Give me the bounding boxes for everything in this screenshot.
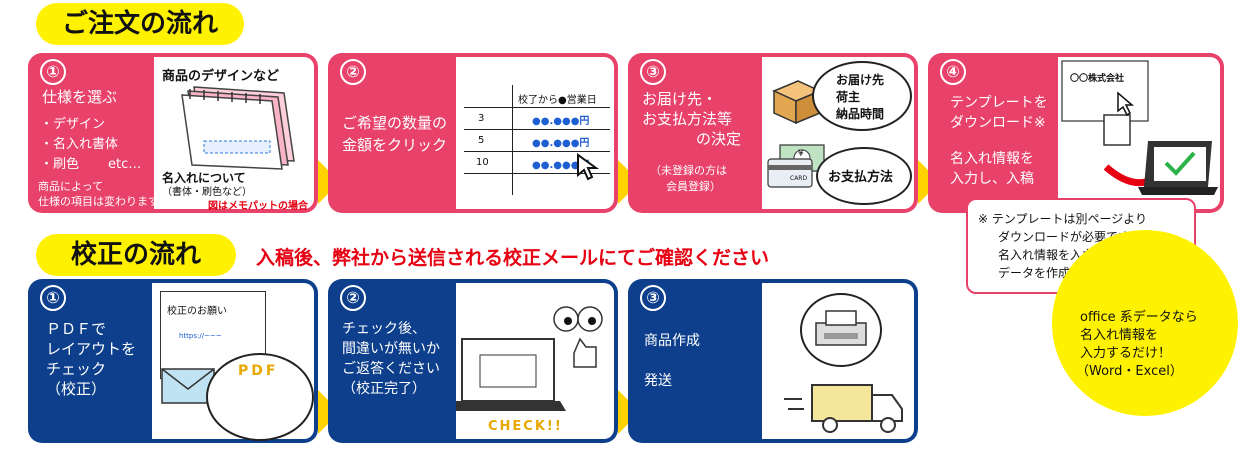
step-number: ④ xyxy=(940,59,966,85)
step-line2: お支払方法等 xyxy=(642,110,733,128)
qty-3: 3 xyxy=(478,113,485,124)
delivery-info-bubble: お届け先 荷主 納品時間 xyxy=(812,61,912,131)
template-illustration-panel: 〇〇株式会社 xyxy=(1058,57,1220,209)
price-10[interactable]: ●●.●●●円 xyxy=(532,160,590,171)
step-number: ② xyxy=(340,59,366,85)
download-illustration xyxy=(1061,60,1218,195)
window-link: https://~~~ xyxy=(179,332,222,340)
order-step-1-card: ① 仕様を選ぶ ・デザイン ・名入れ書体 ・刷色 etc… 商品によって 仕様の… xyxy=(28,53,318,213)
bullet-etc: etc… xyxy=(108,157,142,172)
step-line1: テンプレートを xyxy=(950,95,1048,111)
step-number: ① xyxy=(40,59,66,85)
note-line1: ※ テンプレートは別ページより xyxy=(978,212,1148,226)
step-number: ② xyxy=(340,285,366,311)
order-step-2-card: ② ご希望の数量の 金額をクリック 校了から●営業日 3 ●●.●●●円 5 ●… xyxy=(328,53,618,213)
step-line3: 名入れ情報を xyxy=(950,151,1034,167)
delivery-illustration-panel: お届け先 荷主 納品時間 ¥ CARD お支払方法 xyxy=(762,57,914,209)
pdf-label: PDF xyxy=(238,363,279,379)
price-3[interactable]: ●●.●●●円 xyxy=(532,116,590,127)
bubble-delivery-time: 納品時間 xyxy=(836,107,885,121)
badge-line1: office 系データなら xyxy=(1080,310,1198,325)
qty-10: 10 xyxy=(476,157,489,168)
step-line2: 間違いが無いか xyxy=(342,341,440,357)
badge-line2: 名入れ情報を xyxy=(1080,328,1159,343)
bullet-font: ・名入れ書体 xyxy=(40,137,119,152)
proof-step-1-card: ① ＰＤＦで レイアウトを チェック （校正） 校正のお願い https://~… xyxy=(28,279,318,443)
bubble-shipper: 荷主 xyxy=(836,90,861,104)
bullet-color: ・刷色 xyxy=(40,157,80,172)
memo-pad-icon xyxy=(181,86,295,170)
panel-caption-mid2: （書体・刷色など） xyxy=(162,187,252,198)
payment-bubble: お支払方法 xyxy=(816,147,912,205)
step-line4: （校正） xyxy=(46,380,107,398)
step-sub1: （未登録の方は xyxy=(650,164,727,177)
step-line2: 発送 xyxy=(644,373,672,389)
step-line4: 入力し、入稿 xyxy=(950,171,1034,187)
step-line1: 商品作成 xyxy=(644,333,700,349)
printer-bubble xyxy=(800,293,882,367)
badge-line3: 入力するだけ！ xyxy=(1080,346,1172,361)
card-label: CARD xyxy=(790,175,808,182)
payment-card-icon xyxy=(767,144,825,188)
laptop-check-illustration xyxy=(456,306,603,411)
step-number: ③ xyxy=(640,59,666,85)
step-line3: チェック xyxy=(46,360,107,378)
order-section-title: ご注文の流れ xyxy=(36,3,244,45)
production-panel xyxy=(762,283,914,439)
spec-note-1: 商品によって xyxy=(38,180,104,193)
bubble-payment: お支払方法 xyxy=(828,170,894,185)
step-line1: お届け先・ xyxy=(642,90,718,108)
proof-email-panel: 校正のお願い https://~~~ PDF xyxy=(152,283,314,441)
step-number: ③ xyxy=(640,285,666,311)
bubble-delivery-to: お届け先 xyxy=(836,73,885,87)
step-line1: ご希望の数量の xyxy=(342,114,448,132)
step-line2: レイアウトを xyxy=(46,340,137,358)
window-title: 校正のお願い xyxy=(167,306,227,317)
step-line2: 金額をクリック xyxy=(342,136,448,154)
step-line3: の決定 xyxy=(696,130,742,148)
proof-step-2-card: ② チェック後、 間違いが無いか ご返答ください （校正完了） CHECK!! xyxy=(328,279,618,443)
panel-caption-top: 商品のデザインなど xyxy=(162,69,280,84)
step-number: ① xyxy=(40,285,66,311)
bullet-design: ・デザイン xyxy=(40,117,106,132)
doc-company-name: 〇〇株式会社 xyxy=(1070,74,1125,84)
step-line3: ご返答ください xyxy=(342,361,440,377)
table-header: 校了から●営業日 xyxy=(518,95,597,106)
badge-line4: （Word・Excel） xyxy=(1076,364,1183,379)
office-data-badge: office 系データなら 名入れ情報を 入力するだけ！ （Word・Excel… xyxy=(1052,230,1238,416)
price-5[interactable]: ●●.●●●円 xyxy=(532,138,590,149)
order-step-3-card: ③ お届け先・ お支払方法等 の決定 （未登録の方は 会員登録） お届け先 荷主… xyxy=(628,53,918,213)
step-heading: 仕様を選ぶ xyxy=(42,88,118,106)
proof-step-3-card: ③ 商品作成 発送 xyxy=(628,279,918,443)
check-laptop-panel: CHECK!! xyxy=(456,283,614,439)
memo-pad-illustration-panel: 商品のデザインなど 名入れについて （書体・刷色など） 図はメモパットの場合 xyxy=(154,57,314,212)
step-line4: （校正完了） xyxy=(342,381,426,397)
step-line1: チェック後、 xyxy=(342,321,426,337)
delivery-truck-icon xyxy=(784,384,903,433)
panel-caption-bottom: 図はメモパットの場合 xyxy=(208,201,308,212)
pdf-bubble xyxy=(206,353,314,441)
step-sub2: 会員登録） xyxy=(666,180,721,193)
step-line2: ダウンロード※ xyxy=(950,115,1046,131)
cursor-icon xyxy=(577,153,600,181)
panel-caption-mid1: 名入れについて xyxy=(162,171,246,185)
price-table-panel: 校了から●営業日 3 ●●.●●●円 5 ●●.●●●円 10 ●●.●●●円 xyxy=(456,57,614,209)
proof-section-title: 校正の流れ xyxy=(36,234,236,276)
mail-envelope-icon xyxy=(161,368,215,404)
proof-section-subtitle: 入稿後、弊社から送信される校正メールにてご確認ください xyxy=(256,247,770,269)
spec-note-2: 仕様の項目は変わります xyxy=(38,195,159,208)
order-step-4-card: ④ テンプレートを ダウンロード※ 名入れ情報を 入力し、入稿 〇〇株式会社 xyxy=(928,53,1224,213)
printer-icon xyxy=(815,310,867,346)
qty-5: 5 xyxy=(478,135,485,146)
step-line1: ＰＤＦで xyxy=(46,320,107,338)
yen-sign: ¥ xyxy=(798,149,804,159)
check-label: CHECK!! xyxy=(488,419,563,434)
